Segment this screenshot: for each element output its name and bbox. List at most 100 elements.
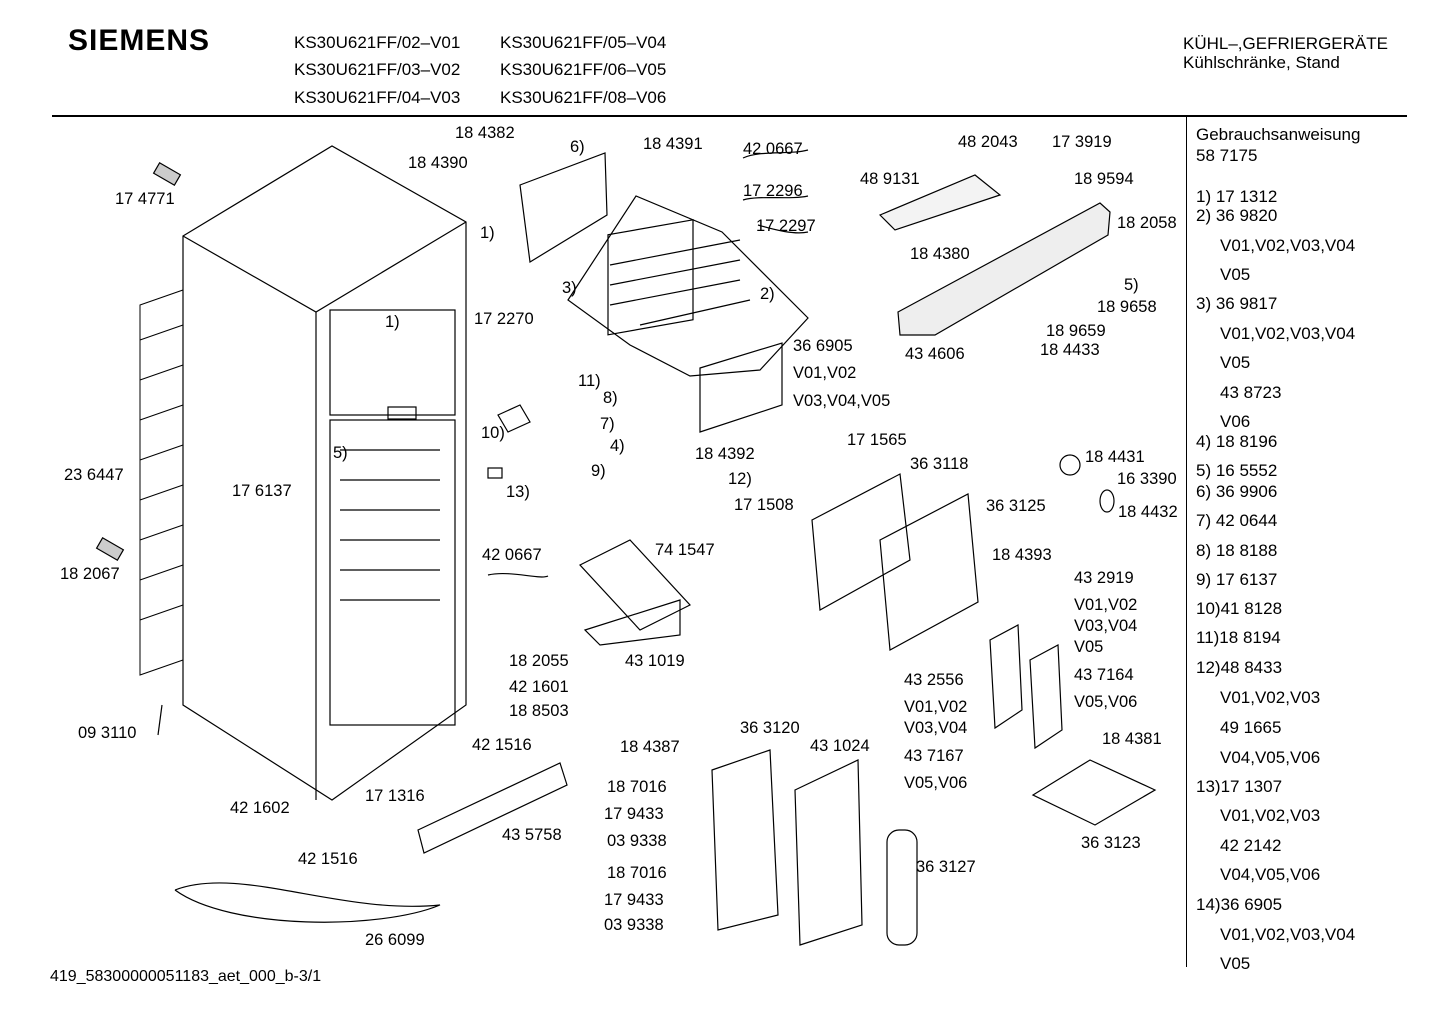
foot-cylinder <box>95 161 182 562</box>
fridge-cabinet <box>182 145 467 801</box>
legend-item: V01,V02,V03 <box>1220 688 1321 707</box>
legend-title-number: 58 7175 <box>1196 146 1258 165</box>
part-number-label: 18 4381 <box>1102 730 1162 748</box>
part-number-label: 18 9658 <box>1097 298 1157 316</box>
part-number-label: 17 4771 <box>115 190 175 208</box>
part-callout-label: 4) <box>610 437 625 455</box>
part-callout-label: 13) <box>506 483 530 501</box>
legend-item: 14)36 6905 <box>1196 895 1283 914</box>
legend-item: 42 2142 <box>1220 836 1282 855</box>
part-number-label: 36 3125 <box>986 497 1046 515</box>
part-number-label: 18 4382 <box>455 124 515 142</box>
part-number-label: 18 4390 <box>408 154 468 172</box>
model-number: KS30U621FF/08–V06 <box>500 88 667 107</box>
part-variant-label: V03,V04 <box>904 719 968 737</box>
part-number-label: 74 1547 <box>655 541 715 559</box>
legend-item: 13)17 1307 <box>1196 777 1283 796</box>
part-number-label: 23 6447 <box>64 466 124 484</box>
part-variant-label: V05,V06 <box>1074 693 1138 711</box>
part-number-label: 18 9594 <box>1074 170 1134 188</box>
part-number-label: 43 7164 <box>1074 666 1134 684</box>
part-number-label: 36 3120 <box>740 719 800 737</box>
part-variant-label: V03,V04 <box>1074 617 1138 635</box>
part-number-label: 18 2067 <box>60 565 120 583</box>
part-variant-label: V01,V02 <box>1074 596 1138 614</box>
legend-title: Gebrauchsanweisung <box>1196 125 1361 144</box>
part-callout-label: 6) <box>570 138 585 156</box>
part-callout-label: 1) <box>385 313 400 331</box>
legend-item: 2) 36 9820 <box>1196 206 1278 225</box>
legend-item: V01,V02,V03,V04 <box>1220 236 1356 255</box>
model-number: KS30U621FF/03–V02 <box>294 60 461 79</box>
category-heading: KÜHL–,GEFRIERGERÄTE Kühlschränke, Stand <box>1183 34 1388 72</box>
legend-item: 12)48 8433 <box>1196 658 1283 677</box>
part-number-label: 17 9433 <box>604 805 664 823</box>
legend-divider <box>1186 117 1187 967</box>
control-panel <box>878 174 1111 336</box>
part-variant-label: V05,V06 <box>904 774 968 792</box>
category-line: Kühlschränke, Stand <box>1183 53 1340 72</box>
part-number-label: 36 3123 <box>1081 834 1141 852</box>
cover-plate <box>699 342 979 651</box>
part-number-label: 18 4432 <box>1118 503 1178 521</box>
legend-item: V04,V05,V06 <box>1220 748 1321 767</box>
document-footer: 419_58300000051183_aet_000_b-3/1 <box>50 968 322 985</box>
part-callout-label: 2) <box>760 285 775 303</box>
legend-item: V05 <box>1220 954 1251 973</box>
model-number: KS30U621FF/06–V05 <box>500 60 667 79</box>
part-number-label: 17 6137 <box>232 482 292 500</box>
part-number-label: 18 4380 <box>910 245 970 263</box>
part-number-label: 42 1516 <box>298 850 358 868</box>
part-number-label: 43 2556 <box>904 671 964 689</box>
part-number-label: 43 7167 <box>904 747 964 765</box>
legend-item: 5) 16 5552 <box>1196 461 1278 480</box>
part-callout-label: 8) <box>603 389 618 407</box>
part-callout-label: 11) <box>578 372 601 390</box>
legend-item: 49 1665 <box>1220 718 1282 737</box>
part-number-label: 43 4606 <box>905 345 965 363</box>
part-callout-label: 1) <box>480 224 495 242</box>
part-number-label: 17 3919 <box>1052 133 1112 151</box>
part-number-label: 42 0667 <box>482 546 542 564</box>
condenser-coil <box>139 289 184 676</box>
part-number-label: 43 1019 <box>625 652 685 670</box>
part-number-label: 09 3110 <box>78 724 137 742</box>
part-number-label: 48 2043 <box>958 133 1018 151</box>
part-variant-label: V01,V02 <box>904 698 968 716</box>
part-variant-label: V05 <box>1074 638 1104 656</box>
part-number-label: 18 2055 <box>509 652 569 670</box>
part-number-label: 16 3390 <box>1117 470 1177 488</box>
part-number-label: 18 2058 <box>1117 214 1177 232</box>
part-number-label: 17 2297 <box>756 217 816 235</box>
legend-item: V05 <box>1220 353 1251 372</box>
part-number-label: 17 9433 <box>604 891 664 909</box>
legend-item: V01,V02,V03,V04 <box>1220 324 1356 343</box>
legend-item: 8) 18 8188 <box>1196 541 1278 560</box>
legend-item: 7) 42 0644 <box>1196 511 1278 530</box>
part-callout-label: 9) <box>591 462 606 480</box>
part-number-label: 42 1602 <box>230 799 290 817</box>
part-number-label: 18 7016 <box>607 864 667 882</box>
part-number-label: 17 1508 <box>734 496 794 514</box>
brand-logo: SIEMENS <box>68 24 211 57</box>
evaporator-assembly <box>567 195 809 377</box>
part-number-label: 18 4431 <box>1085 448 1145 466</box>
legend-item: V06 <box>1220 412 1251 431</box>
part-number-label: 18 4391 <box>643 135 703 153</box>
part-number-label: 18 8503 <box>509 702 569 720</box>
part-number-label: 18 4433 <box>1040 341 1100 359</box>
part-number-label: 03 9338 <box>607 832 667 850</box>
model-number: KS30U621FF/02–V01 <box>294 33 461 52</box>
part-number-label: 36 6905 <box>793 337 853 355</box>
legend-item: V05 <box>1220 265 1251 284</box>
part-number-label: 42 0667 <box>743 140 803 158</box>
part-callout-label: 10) <box>481 424 505 442</box>
part-callout-label: 12) <box>728 470 752 488</box>
part-number-label: 18 4387 <box>620 738 680 756</box>
part-number-label: 43 1024 <box>810 737 870 755</box>
category-line: KÜHL–,GEFRIERGERÄTE <box>1183 34 1388 53</box>
part-number-label: 42 1601 <box>509 678 569 696</box>
legend-item: V04,V05,V06 <box>1220 865 1321 884</box>
model-number: KS30U621FF/04–V03 <box>294 88 461 107</box>
